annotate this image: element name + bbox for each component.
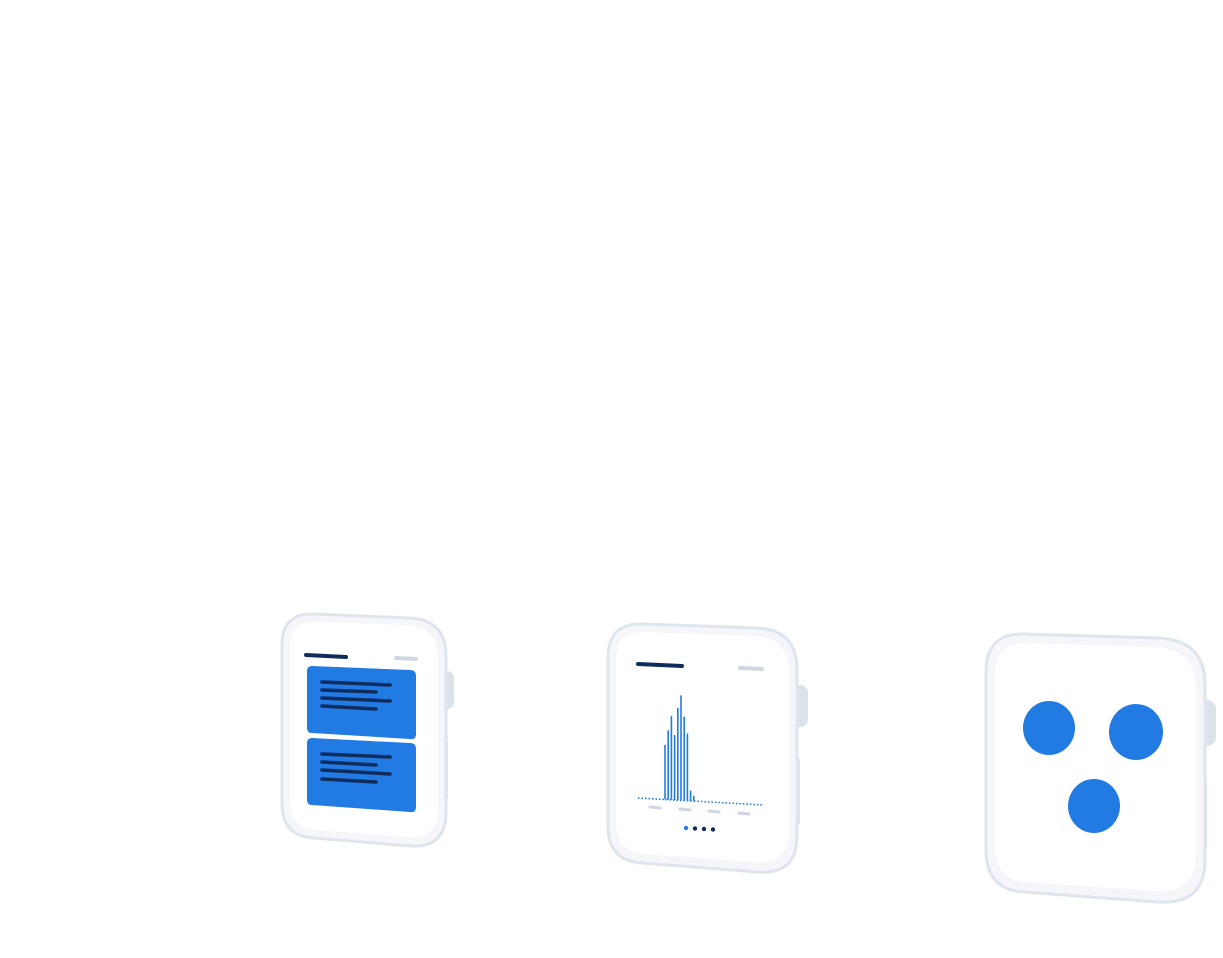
page-dot[interactable] (710, 827, 716, 832)
chart-tick-label (737, 811, 751, 816)
blue-circle[interactable] (1023, 701, 1075, 755)
notification-card[interactable] (307, 738, 416, 813)
watch-dots (980, 628, 1223, 913)
blue-circle[interactable] (1109, 704, 1163, 760)
chart-tick-label (707, 809, 721, 814)
screen-title-bar (304, 653, 348, 659)
page-dot[interactable] (692, 826, 698, 831)
chart-baseline (637, 797, 765, 806)
screen-time-bar (738, 666, 764, 671)
watch-screen (616, 631, 789, 863)
chart-tick-label (678, 807, 692, 812)
page-dot-active[interactable] (683, 825, 689, 831)
chart-bars (664, 695, 695, 802)
page-dot[interactable] (701, 826, 707, 832)
screen-title-bar (636, 662, 684, 668)
watch-chart (602, 618, 822, 883)
notification-card[interactable] (307, 666, 416, 740)
blue-circle[interactable] (1068, 779, 1120, 833)
watch-screen (995, 642, 1196, 892)
chart-tick-label (648, 805, 662, 810)
watch-notifications (276, 608, 466, 858)
screen-time-bar (394, 656, 418, 661)
